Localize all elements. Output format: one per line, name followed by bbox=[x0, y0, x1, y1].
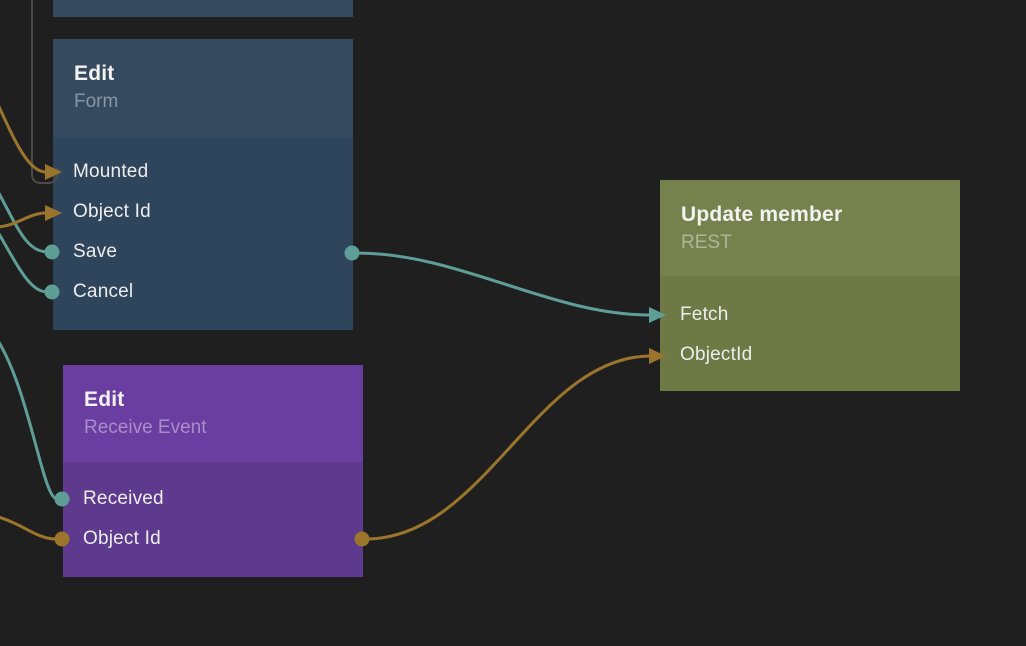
port-label: Received bbox=[83, 488, 164, 509]
node-subtitle: Form bbox=[74, 91, 119, 112]
wire-orange-to-receive-object-id[interactable] bbox=[0, 516, 58, 541]
node-body: Mounted Object Id Save Cancel bbox=[53, 137, 353, 330]
wire-orange-to-mounted[interactable] bbox=[0, 98, 47, 174]
node-title: Edit bbox=[84, 388, 125, 411]
wire-teal-to-save[interactable] bbox=[0, 186, 50, 254]
wire-orange-objectid-to-rest[interactable] bbox=[364, 354, 652, 541]
wire-orange-to-object-id[interactable] bbox=[0, 211, 48, 229]
node-body: Fetch ObjectId bbox=[660, 276, 960, 391]
node-title: Edit bbox=[74, 62, 115, 85]
port-received[interactable]: Received bbox=[63, 479, 363, 519]
port-label: Cancel bbox=[73, 281, 134, 302]
port-label: Fetch bbox=[680, 304, 729, 325]
node-body: Received Object Id bbox=[63, 462, 363, 577]
node-title: Update member bbox=[681, 203, 843, 226]
node-subtitle: Receive Event bbox=[84, 417, 207, 438]
wire-teal-save-to-fetch[interactable] bbox=[354, 251, 652, 317]
node-edit-receive-event[interactable]: Edit Receive Event Received Object Id bbox=[63, 365, 363, 577]
node-subtitle: REST bbox=[681, 232, 732, 253]
port-label: Object Id bbox=[83, 528, 161, 549]
port-object-id[interactable]: Object Id bbox=[53, 192, 353, 232]
port-mounted[interactable]: Mounted bbox=[53, 152, 353, 192]
port-save[interactable]: Save bbox=[53, 232, 353, 272]
node-header[interactable]: Edit Form bbox=[53, 39, 353, 137]
node-header[interactable]: Update member REST bbox=[660, 180, 960, 276]
port-label: Object Id bbox=[73, 201, 151, 222]
wire-teal-to-cancel[interactable] bbox=[0, 227, 50, 294]
node-header[interactable]: Edit Receive Event bbox=[63, 365, 363, 462]
port-fetch[interactable]: Fetch bbox=[660, 295, 960, 335]
port-cancel[interactable]: Cancel bbox=[53, 272, 353, 312]
node-update-member[interactable]: Update member REST Fetch ObjectId bbox=[660, 180, 960, 391]
port-label: Save bbox=[73, 241, 118, 262]
top-partial-node[interactable] bbox=[53, 0, 353, 17]
port-label: Mounted bbox=[73, 161, 149, 182]
port-objectid[interactable]: ObjectId bbox=[660, 335, 960, 375]
port-label: ObjectId bbox=[680, 344, 753, 365]
port-object-id[interactable]: Object Id bbox=[63, 519, 363, 559]
node-edit-form[interactable]: Edit Form Mounted Object Id Save Cancel bbox=[53, 39, 353, 330]
wire-teal-to-received[interactable] bbox=[0, 336, 59, 501]
